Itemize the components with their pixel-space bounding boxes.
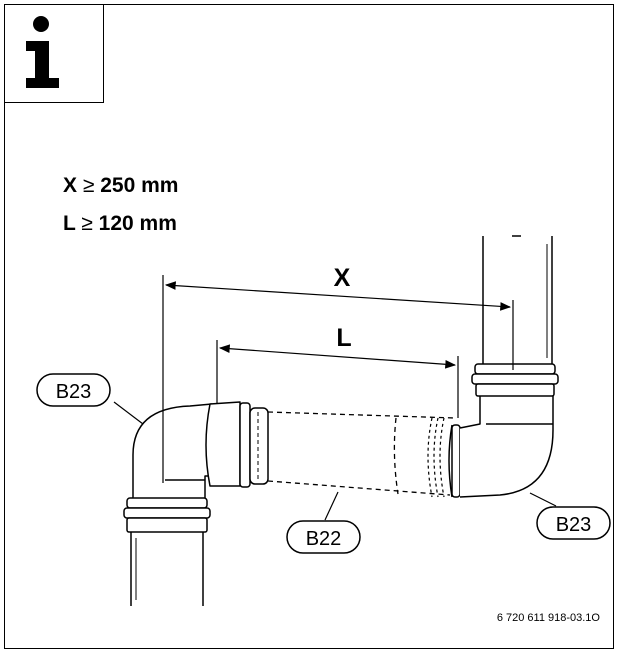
left-vertical-pipe [130,532,204,606]
requirement-l-symbol: ≥ [81,212,93,235]
extension-pipe [267,411,456,496]
right-socket [471,363,559,397]
info-box [4,4,104,103]
right-elbow [459,379,554,498]
x-dimension-label: X [334,264,351,292]
part-label-right-elbow: B23 [556,514,592,536]
leader-extension [324,491,339,521]
part-label-extension: B22 [306,528,342,550]
requirement-l-value: 120 mm [98,212,177,235]
l-dimension-label: L [336,324,351,352]
right-vertical-pipe [482,235,553,364]
label-capsule-left [36,373,111,407]
x-dimension-arrow [164,281,512,311]
document-reference: 6 720 611 918-03.1O [496,612,600,624]
requirement-l: L ≥ 120 mm [63,212,177,236]
left-connector [205,401,269,488]
info-icon [26,16,59,88]
label-capsule-extension [286,520,361,554]
leader-left-elbow [113,401,144,425]
leader-right-elbow [529,492,557,507]
requirement-x: X ≥ 250 mm [63,174,178,198]
requirement-x-value: 250 mm [100,174,179,197]
requirement-x-symbol: ≥ [82,174,95,197]
requirement-l-variable: L [63,212,76,235]
left-socket [123,497,211,533]
right-connector [427,417,461,498]
label-capsule-right [536,506,611,540]
requirement-x-variable: X [63,174,78,197]
part-label-left-elbow: B23 [56,381,92,403]
left-elbow [132,403,213,498]
l-dimension-arrow [218,344,457,369]
